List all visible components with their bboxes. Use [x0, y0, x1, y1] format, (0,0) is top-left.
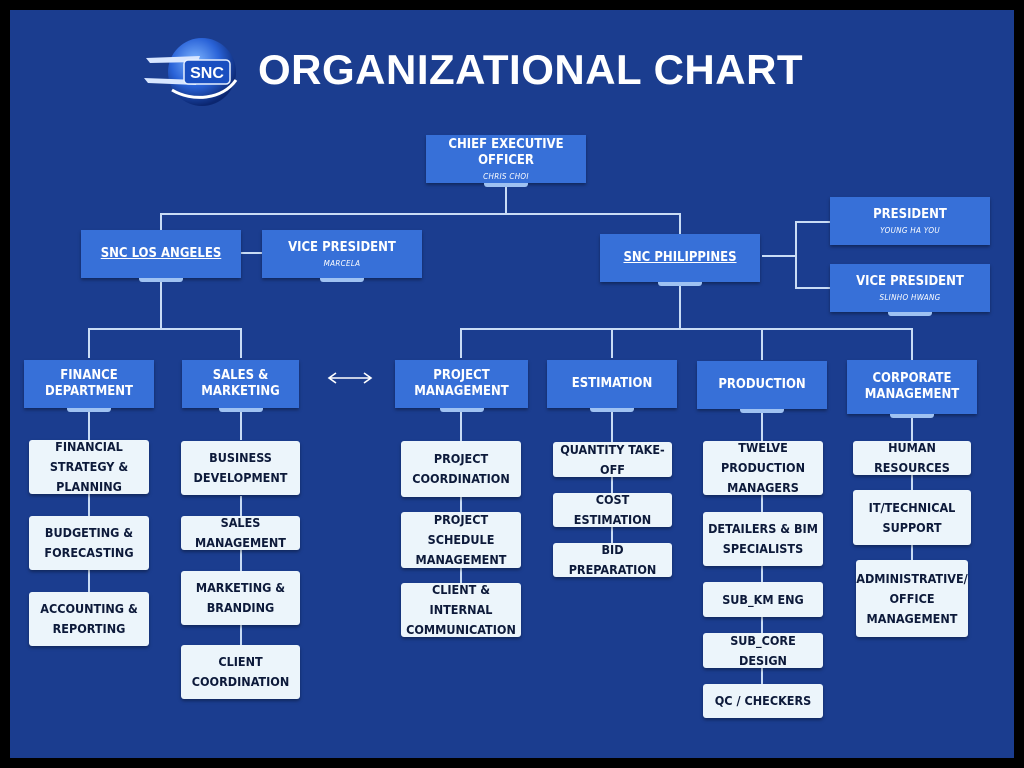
- snc-philippines-title: SNC PHILIPPINES: [623, 250, 737, 265]
- ceo-name: CHRIS CHOI: [483, 171, 529, 181]
- task-sales-4: CLIENT COORDINATION: [181, 645, 300, 699]
- task-estimation-1: QUANTITY TAKE-OFF: [553, 442, 672, 477]
- dept-estimation: ESTIMATION: [547, 360, 677, 412]
- task-production-5: QC / CHECKERS: [703, 684, 823, 718]
- task-production-2: DETAILERS & BIM SPECIALISTS: [703, 512, 823, 566]
- ph-vp-name: SLINHO HWANG: [879, 292, 941, 302]
- page-title: ORGANIZATIONAL CHART: [258, 46, 804, 93]
- dept-estimation-label: ESTIMATION: [571, 376, 653, 391]
- task-corporate-3: ADMINISTRATIVE/ OFFICE MANAGEMENT: [856, 560, 968, 637]
- task-pm-3: CLIENT & INTERNAL COMMUNICATION: [401, 582, 521, 637]
- dept-finance: FINANCE DEPARTMENT: [24, 360, 154, 412]
- dept-project-management-label: PROJECT MANAGEMENT: [414, 368, 509, 399]
- task-pm-2: PROJECT SCHEDULE MANAGEMENT: [401, 512, 521, 568]
- ph-president-title: PRESIDENT: [873, 206, 947, 222]
- task-sales-2: SALES MANAGEMENT: [181, 515, 300, 550]
- la-vp-title: VICE PRESIDENT: [288, 239, 396, 255]
- task-production-1: TWELVE PRODUCTION MANAGERS: [703, 440, 823, 495]
- task-production-4: SUB_CORE DESIGN: [703, 633, 823, 668]
- snc-los-angeles-title: SNC LOS ANGELES: [100, 246, 222, 261]
- task-corporate-1: HUMAN RESOURCES: [853, 440, 971, 475]
- task-sales-1: BUSINESS DEVELOPMENT: [181, 441, 300, 495]
- task-finance-2: BUDGETING & FORECASTING: [29, 516, 149, 570]
- task-finance-1: FINANCIAL STRATEGY & PLANNING: [29, 439, 149, 494]
- ph-vice-president-box: VICE PRESIDENT SLINHO HWANG: [830, 264, 990, 316]
- task-sales-3: MARKETING & BRANDING: [181, 571, 300, 625]
- snc-los-angeles-box: SNC LOS ANGELES: [81, 230, 241, 282]
- snc-logo: SNC: [144, 38, 238, 106]
- snc-philippines-box: SNC PHILIPPINES: [600, 234, 760, 286]
- dept-corporate-management: CORPORATE MANAGEMENT: [847, 360, 977, 418]
- dept-production-label: PRODUCTION: [718, 377, 806, 392]
- ceo-box: CHIEF EXECUTIVE OFFICER CHRIS CHOI: [426, 135, 586, 187]
- dept-production: PRODUCTION: [697, 361, 827, 413]
- dept-finance-label: FINANCE DEPARTMENT: [45, 368, 133, 399]
- dept-sales-marketing-label: SALES & MARKETING: [201, 368, 280, 399]
- double-arrow-icon: [327, 372, 373, 384]
- task-production-3: SUB_KM ENG: [703, 582, 823, 617]
- task-estimation-3: BID PREPARATION: [553, 542, 672, 577]
- dept-corporate-management-label: CORPORATE MANAGEMENT: [864, 371, 960, 402]
- la-vp-name: MARCELA: [323, 258, 361, 268]
- dept-sales-marketing: SALES & MARKETING: [182, 360, 299, 412]
- task-estimation-2: COST ESTIMATION: [553, 492, 672, 527]
- task-finance-3: ACCOUNTING & REPORTING: [29, 592, 149, 646]
- logo-text: SNC: [190, 65, 224, 82]
- ph-vp-title: VICE PRESIDENT: [856, 273, 964, 289]
- task-pm-1: PROJECT COORDINATION: [401, 441, 521, 497]
- dept-project-management: PROJECT MANAGEMENT: [395, 360, 528, 412]
- ph-president-box: PRESIDENT YOUNG HA YOU: [830, 197, 990, 245]
- ph-president-name: YOUNG HA YOU: [880, 225, 940, 235]
- task-corporate-2: IT/TECHNICAL SUPPORT: [853, 490, 971, 545]
- ceo-title: CHIEF EXECUTIVE OFFICER: [448, 136, 564, 168]
- la-vice-president-box: VICE PRESIDENT MARCELA: [262, 230, 422, 282]
